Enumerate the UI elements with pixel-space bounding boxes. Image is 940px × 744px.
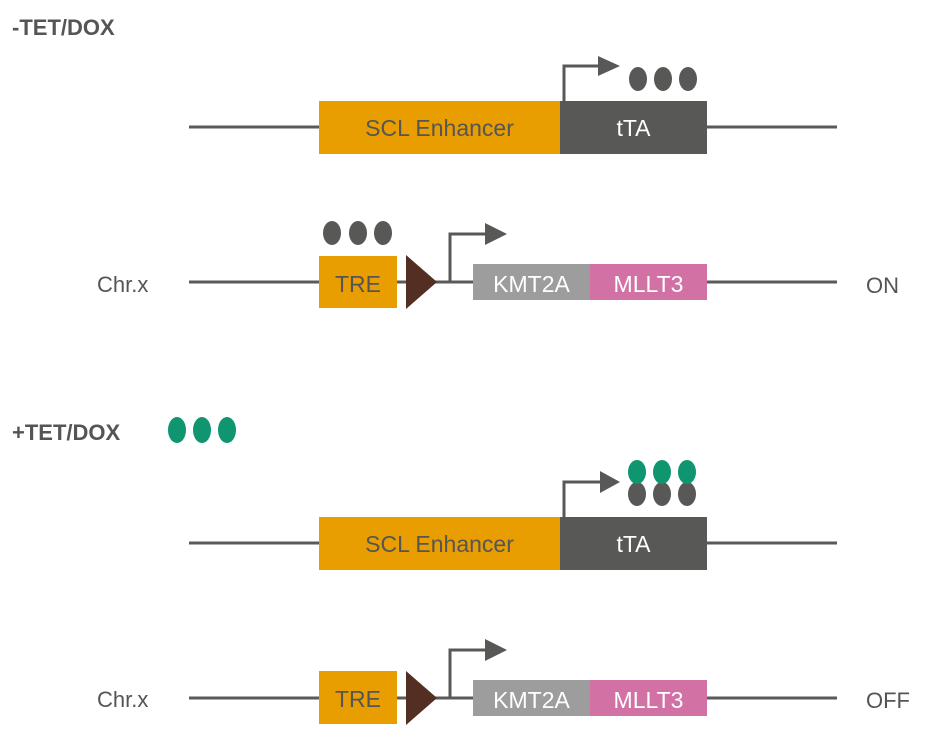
mllt3-box [590, 680, 707, 716]
driver-construct: SCL Enhancer tTA [189, 460, 837, 570]
tta-protein-icon [323, 221, 341, 245]
scl-enhancer-label: SCL Enhancer [365, 531, 514, 557]
tta-protein-icon [374, 221, 392, 245]
tet-dox-molecule-icon [628, 460, 646, 484]
mllt3-box [590, 264, 707, 300]
expression-status: ON [866, 273, 899, 298]
reporter-construct: Chr.x TRE KMT2A MLLT3 ON [97, 221, 899, 309]
panel-header: +TET/DOX [12, 420, 121, 445]
tet-dox-molecule-icon [193, 417, 211, 443]
tta-gene-label: tTA [616, 115, 651, 141]
expression-status: OFF [866, 688, 910, 713]
promoter-arrow-icon [562, 56, 620, 101]
tta-gene-box [560, 101, 707, 154]
tet-dox-molecule-icon [653, 460, 671, 484]
tta-gene-box [560, 517, 707, 570]
tta-protein-icon [654, 67, 672, 91]
tet-dox-molecule-icon [218, 417, 236, 443]
scl-enhancer-label: SCL Enhancer [365, 115, 514, 141]
kmt2a-box [473, 680, 590, 716]
chromosome-label: Chr.x [97, 272, 148, 297]
tre-label: TRE [335, 686, 381, 712]
tre-label: TRE [335, 271, 381, 297]
mllt3-label: MLLT3 [614, 687, 684, 713]
promoter-arrow-icon [448, 223, 507, 282]
tta-proteins [629, 67, 697, 91]
scl-enhancer-box [319, 517, 560, 570]
tet-dox-molecule-icon [678, 460, 696, 484]
chromosome-label: Chr.x [97, 687, 148, 712]
panel-plus-tet-dox: +TET/DOX SCL Enhancer tTA [12, 417, 910, 725]
kmt2a-label: KMT2A [493, 271, 570, 297]
reporter-construct: Chr.x TRE KMT2A MLLT3 OFF [97, 639, 910, 725]
tta-protein-icon [628, 482, 646, 506]
tta-protein-icon [629, 67, 647, 91]
minimal-promoter-triangle-icon [406, 671, 437, 725]
scl-enhancer-box [319, 101, 560, 154]
tre-box [319, 671, 397, 724]
tet-dox-molecule-icon [168, 417, 186, 443]
tta-dox-complexes [628, 460, 696, 506]
minimal-promoter-triangle-icon [406, 255, 437, 309]
tta-gene-label: tTA [616, 531, 651, 557]
tta-protein-icon [349, 221, 367, 245]
tet-dox-legend [168, 417, 236, 443]
driver-construct: SCL Enhancer tTA [189, 56, 837, 154]
promoter-arrow-icon [562, 471, 620, 517]
kmt2a-box [473, 264, 590, 300]
tre-box [319, 256, 397, 308]
promoter-arrow-icon [448, 639, 507, 698]
kmt2a-label: KMT2A [493, 687, 570, 713]
tta-protein-icon [653, 482, 671, 506]
tta-protein-icon [678, 482, 696, 506]
tta-bound-to-tre [323, 221, 392, 245]
panel-header: -TET/DOX [12, 15, 115, 40]
mllt3-label: MLLT3 [614, 271, 684, 297]
tta-protein-icon [679, 67, 697, 91]
panel-minus-tet-dox: -TET/DOX SCL Enhancer tTA Chr.x [12, 15, 899, 309]
